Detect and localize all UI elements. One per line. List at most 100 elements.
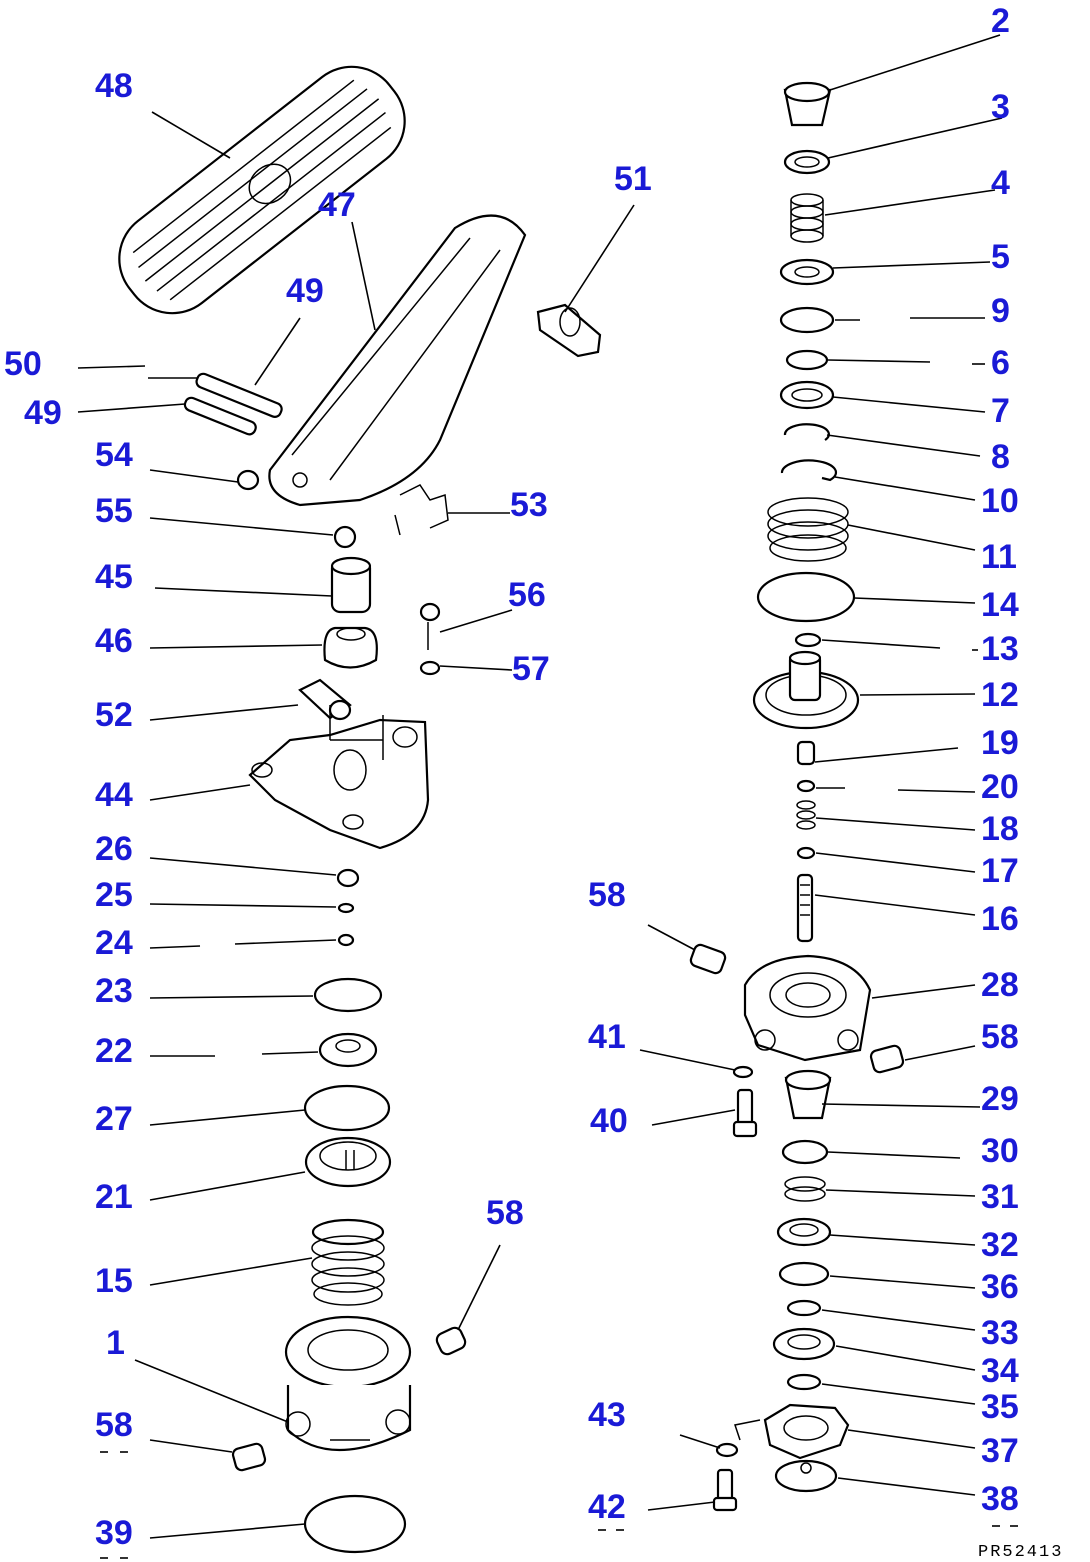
nut-26	[336, 868, 360, 888]
drawing-code: PR52413	[978, 1543, 1063, 1562]
bracket-53	[394, 484, 449, 536]
fitting-58-b	[869, 1044, 905, 1074]
callout-7: 7	[991, 392, 1010, 430]
washer-30	[781, 1139, 829, 1165]
callout-40: 40	[590, 1102, 628, 1140]
nut-54	[236, 469, 260, 491]
bolt-42	[712, 1468, 738, 1512]
washer-43	[715, 1442, 739, 1458]
callout-29: 29	[981, 1080, 1019, 1118]
ring-35	[786, 1373, 822, 1391]
boot-46	[323, 626, 378, 669]
spring-31	[784, 1176, 826, 1202]
callout-58-mid: 58	[486, 1194, 524, 1232]
callout-6: 6	[991, 344, 1010, 382]
callout-28: 28	[981, 966, 1019, 1004]
bolt-56	[419, 602, 441, 650]
spring-11	[767, 497, 849, 562]
callout-22: 22	[95, 1032, 133, 1070]
ring-33	[786, 1299, 822, 1317]
callout-56: 56	[508, 576, 546, 614]
callout-45: 45	[95, 558, 133, 596]
callout-33: 33	[981, 1314, 1019, 1352]
callout-43: 43	[588, 1396, 626, 1434]
washer-25	[337, 902, 355, 914]
washer-17	[796, 846, 816, 860]
callout-35: 35	[981, 1388, 1019, 1426]
callout-19: 19	[981, 724, 1019, 762]
callout-4: 4	[991, 164, 1010, 202]
washer-5	[779, 258, 835, 286]
callout-17: 17	[981, 852, 1019, 890]
callout-26: 26	[95, 830, 133, 868]
snap-ring-10	[780, 459, 838, 482]
callout-9: 9	[991, 292, 1010, 330]
o-ring-14	[756, 571, 856, 623]
callout-47: 47	[318, 186, 356, 224]
callout-16: 16	[981, 900, 1019, 938]
callout-30: 30	[981, 1132, 1019, 1170]
washer-20	[796, 779, 816, 793]
callout-58-upper: 58	[588, 876, 626, 914]
callout-18: 18	[981, 810, 1019, 848]
callout-44: 44	[95, 776, 133, 814]
callout-46: 46	[95, 622, 133, 660]
pedal-arm-47	[268, 214, 527, 507]
callout-31: 31	[981, 1178, 1019, 1216]
callout-41: 41	[588, 1018, 626, 1056]
ring-9	[779, 306, 835, 334]
callout-1: 1	[106, 1324, 125, 1362]
callout-54: 54	[95, 436, 133, 474]
washer-7	[779, 380, 835, 410]
callout-5: 5	[991, 238, 1010, 276]
pin-49-lower	[183, 396, 257, 436]
callout-34: 34	[981, 1352, 1019, 1390]
spring-18	[796, 800, 816, 830]
ring-13	[794, 632, 822, 648]
callout-13: 13	[981, 630, 1019, 668]
rod-16	[796, 873, 814, 943]
pin-19	[796, 740, 816, 766]
callout-21: 21	[95, 1178, 133, 1216]
washer-57	[419, 660, 441, 676]
callout-48: 48	[95, 67, 133, 105]
callout-36: 36	[981, 1268, 1019, 1306]
callout-10: 10	[981, 482, 1019, 520]
ring-55	[333, 525, 357, 549]
ring-6	[785, 349, 829, 371]
bolt-40	[732, 1088, 758, 1138]
callout-58-lower: 58	[95, 1406, 133, 1444]
callout-49-lower: 49	[24, 394, 62, 432]
cover-37	[734, 1403, 850, 1460]
callout-25: 25	[95, 876, 133, 914]
callout-12: 12	[981, 676, 1019, 714]
callout-11: 11	[981, 538, 1017, 576]
ring-36	[778, 1261, 830, 1287]
washer-32	[776, 1217, 832, 1247]
stopper-bolt-51	[536, 303, 602, 358]
callout-23: 23	[95, 972, 133, 1010]
callout-37: 37	[981, 1432, 1019, 1470]
callout-3: 3	[991, 88, 1010, 126]
spring-4	[790, 193, 824, 243]
callout-32: 32	[981, 1226, 1019, 1264]
callout-24: 24	[95, 924, 133, 962]
callout-57: 57	[512, 650, 550, 688]
washer-24	[337, 933, 355, 947]
callout-51: 51	[614, 160, 652, 198]
leader-lines	[77, 34, 1018, 1559]
callout-55: 55	[95, 492, 133, 530]
plunger-45	[330, 556, 372, 614]
part-illustrations	[118, 65, 905, 1554]
valve-body-28	[743, 954, 872, 1062]
o-ring-39	[303, 1494, 407, 1554]
callout-8: 8	[991, 438, 1010, 476]
callout-52: 52	[95, 696, 133, 734]
callout-27: 27	[95, 1100, 133, 1138]
fitting-58-a	[689, 943, 727, 975]
callout-53: 53	[510, 486, 548, 524]
seat-29	[784, 1069, 832, 1120]
spring-15	[311, 1218, 385, 1306]
fitting-58-c	[435, 1326, 467, 1356]
